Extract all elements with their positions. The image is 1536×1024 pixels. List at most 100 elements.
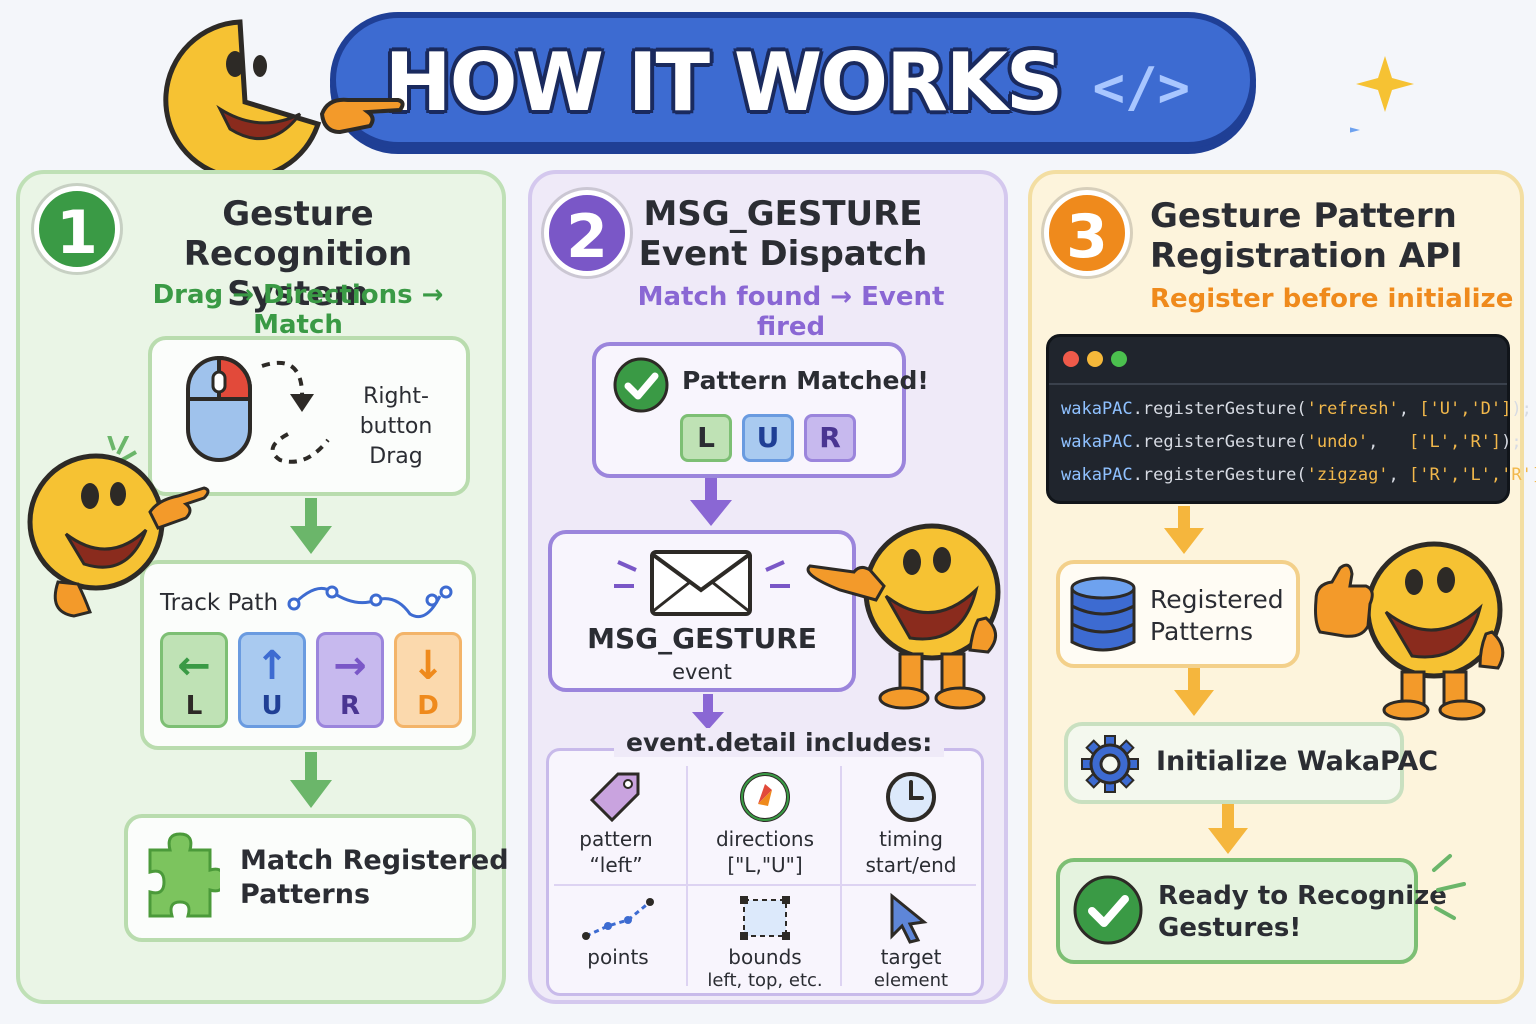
detail-bounds-value: left, top, etc. [707,970,823,991]
clock-icon [884,770,938,828]
direction-tile-up: ↑ U [238,632,306,728]
close-dot-icon [1063,351,1079,367]
checkmark-icon [1072,874,1144,950]
panel-title-1: Gesture Recognition System [128,194,468,314]
match-label-line1: Match Registered [240,845,509,876]
pointing-hand-icon [318,88,408,136]
down-arrow-icon [288,498,334,560]
grid-divider [554,884,976,886]
msg-gesture-title: MSG_GESTURE [587,622,817,655]
celebration-lines-icon [1430,852,1470,926]
direction-letter: L [185,691,203,721]
ready-label-line1: Ready to Recognize [1158,881,1447,911]
code-window: wakaPAC.registerGesture('refresh', ['U',… [1046,334,1536,504]
code-divider [1049,383,1507,385]
msg-gesture-sub: event [672,660,732,684]
grid-divider [686,766,688,986]
mascot-pointing [150,14,350,181]
bounds-icon [738,894,792,946]
tag-icon [588,770,642,826]
pattern-matched-label: Pattern Matched! [682,366,929,395]
match-label: Match Registered Patterns [240,844,509,912]
detail-bounds: bounds left, top, etc. [692,944,838,992]
down-arrow-icon [1162,506,1206,560]
arrow-right-icon: → [333,643,367,689]
step-badge-2: 2 [544,190,630,276]
detail-directions: directions ["L,"U"] [692,826,838,878]
direction-tile-left: ← L [160,632,228,728]
detail-target: target element [846,944,976,992]
panel-title-3-line2: Registration API [1150,236,1463,276]
code-icon: </> [1092,56,1190,119]
page-title: HOW IT WORKS [384,36,1064,129]
mouse-label-line2: Drag [369,444,423,469]
code-line-1: wakaPAC.registerGesture('refresh', ['U',… [1061,399,1532,419]
mouse-icon [184,354,254,468]
grid-divider [840,766,842,986]
code-line-3: wakaPAC.registerGesture('zigzag', ['R','… [1061,465,1536,485]
track-path-label: Track Path [160,590,279,616]
matched-letter-u: U [742,414,794,462]
arrow-down-icon: ↓ [411,643,445,689]
panel-subtitle-3: Register before initialize [1150,284,1514,314]
ready-label: Ready to Recognize Gestures! [1158,880,1447,944]
down-arrow-icon [690,694,726,736]
drag-path-icon [258,356,338,472]
detail-target-value: element [873,970,949,991]
panel-title-3: Gesture Pattern Registration API [1150,196,1490,276]
panel-title-2-line1: MSG_GESTURE [643,194,923,234]
cursor-icon [886,892,930,948]
down-arrow-icon [1206,804,1250,860]
envelope-icon [612,548,792,622]
points-icon [580,896,656,946]
wave-path-icon [286,578,456,630]
code-line-2: wakaPAC.registerGesture('undo', ['L','R'… [1061,432,1522,452]
matched-letter-r: R [804,414,856,462]
checkmark-icon [612,356,670,418]
detail-directions-name: directions [715,827,815,851]
sparkle-icon [1320,56,1420,160]
detail-target-name: target [880,945,942,969]
mouse-label-line1: Right-button [359,384,433,439]
match-label-line2: Patterns [240,879,371,910]
gear-icon [1080,734,1140,798]
puzzle-icon [144,830,226,926]
registered-patterns-line1: Registered [1150,585,1284,614]
down-arrow-icon [1172,668,1216,722]
detail-points-name: points [587,945,649,969]
detail-directions-value: ["L,"U"] [727,853,803,877]
minimize-dot-icon [1087,351,1103,367]
title-banner: HOW IT WORKS </> [330,12,1256,148]
detail-timing: timing start/end [846,826,976,878]
direction-letter: D [417,691,439,721]
database-icon [1068,576,1138,658]
detail-timing-value: start/end [865,853,957,877]
initialize-label: Initialize WakaPAC [1156,746,1439,777]
arrow-up-icon: ↑ [255,643,289,689]
step-badge-1: 1 [34,186,120,272]
panel-subtitle-1: Drag → Directions → Match [152,280,444,340]
panel-title-1-line1: Gesture Recognition [183,194,413,274]
direction-letter: R [339,691,361,721]
down-arrow-icon [688,478,734,532]
arrow-left-icon: ← [177,643,211,689]
mouse-label: Right-button Drag [330,382,462,472]
detail-points: points [556,944,680,970]
direction-letter: U [261,691,283,721]
compass-icon [738,770,792,828]
event-detail-header: event.detail includes: [614,728,945,757]
detail-timing-name: timing [879,827,943,851]
direction-tile-right: → R [316,632,384,728]
panel-title-1-line2: System [227,274,369,314]
mascot-pointing-envelope [800,500,1010,724]
panel-title-2: MSG_GESTURE Event Dispatch [638,194,928,274]
ready-label-line2: Gestures! [1158,913,1302,943]
maximize-dot-icon [1111,351,1127,367]
direction-tile-down: ↓ D [394,632,462,728]
mascot-pointing-left [18,431,218,630]
mascot-thumbs-up [1310,524,1520,728]
window-dots [1063,351,1127,371]
step-badge-3: 3 [1044,190,1130,276]
panel-title-3-line1: Gesture Pattern [1150,196,1457,236]
registered-patterns-line2: Patterns [1150,617,1253,646]
